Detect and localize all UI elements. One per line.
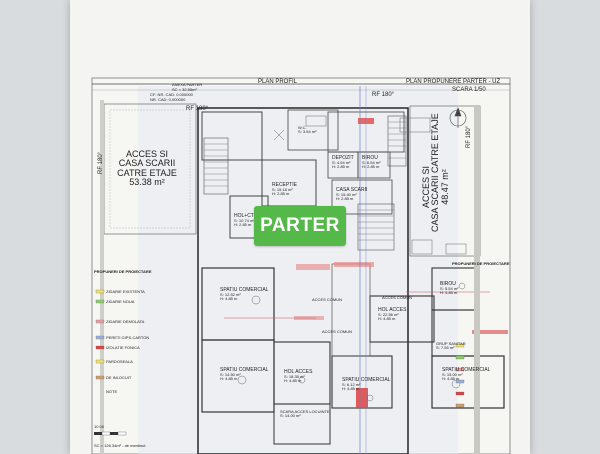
red-door-bottom — [356, 388, 368, 408]
legend-title-left: PROPUNERI DE PROIECTARE — [94, 269, 152, 274]
legend-item-5: PARDOSEALA — [106, 359, 133, 364]
access-left-label: ACCES SI CASA SCARII CATRE ETAJE 53.38 m… — [117, 149, 177, 188]
detail-marks — [237, 115, 467, 402]
header-line1: ANEXA PARTER — [172, 82, 203, 87]
red-wall-1 — [296, 264, 330, 270]
acces-comun-1: ACCES COMUN — [312, 297, 343, 302]
legend-item-6: DE INLOCUIT — [106, 375, 132, 380]
legend-item-7: NOTE — [106, 389, 118, 394]
red-wall-2 — [334, 262, 374, 267]
legend-item-0: ZIDARIE EXISTENTA — [106, 289, 145, 294]
access-right-label: ACCES SI CASA SCARII CATRE ETAJE 48.47 m… — [421, 113, 450, 232]
rf-top-left: RF 180° — [186, 106, 209, 112]
scale-title: SCARA 1/50 — [452, 87, 486, 93]
acces-comun-2: ACCES COMUN — [382, 295, 413, 300]
left-wall-thick — [100, 100, 104, 454]
stair-center — [357, 203, 395, 251]
footer-sc: SC = 126.34m² - de mentinut — [94, 443, 146, 448]
drawing-sheet: PLAN PROFIL PLAN PROPUNERE PARTER - UZ S… — [70, 0, 530, 454]
left-access-inner — [109, 109, 191, 229]
legend-item-2: ZIDARIE DEMOLATA — [106, 319, 145, 324]
legend-swatches-left — [95, 289, 105, 380]
room-scara-acces — [273, 403, 331, 445]
legend-title-right: PROPUNERI DE PROIECTARE — [452, 261, 510, 266]
north-arrow — [449, 107, 467, 128]
stair-treads-left — [204, 143, 228, 187]
room-casa-scarii — [331, 179, 393, 215]
rf-top-right: RF 180° — [372, 92, 395, 98]
plan-profil-title: PLAN PROFIL — [258, 79, 298, 85]
legend-item-1: ZIDARIE NOUA — [106, 299, 135, 304]
legend-swatches-right — [455, 343, 465, 408]
stair-treads-right — [388, 121, 406, 159]
top-room-left — [201, 111, 263, 161]
legend-item-3: PERETI GIPS-CARTON — [106, 335, 150, 340]
room-wc-label: W.C.S: 3.54 m² — [298, 125, 317, 134]
red-wall-4 — [472, 330, 508, 334]
parter-badge-label: PARTER — [260, 215, 340, 236]
legend-item-4: IZOLATIE FONICA — [106, 345, 140, 350]
scale-bar — [94, 431, 127, 436]
plan-propunere-title: PLAN PROPUNERE PARTER - UZ — [406, 79, 501, 85]
rf-right: RF 180° — [466, 125, 472, 148]
stair-top-right — [387, 115, 407, 167]
stair-top-left — [203, 137, 229, 195]
header-line2: SC = 32.55m² — [172, 87, 197, 92]
room-spatiu-com-4 — [431, 355, 505, 409]
floor-plan-drawing — [91, 77, 511, 454]
room-birou-top — [357, 151, 391, 179]
parter-badge: PARTER — [254, 206, 346, 246]
footer-scale-marks: 10 00 — [94, 424, 105, 429]
header-line3: CF: NR. CAD: 0.000000 — [150, 92, 193, 97]
building-walls — [197, 107, 409, 454]
right-wall-thick — [474, 106, 480, 454]
stair-treads-center — [358, 209, 394, 241]
acces-comun-3: ACCES COMUN — [322, 329, 353, 334]
room-top-mid — [287, 109, 339, 151]
header-line4: NR. CAD: 0.000000 — [150, 97, 186, 102]
rf-left: RF 180° — [98, 151, 104, 174]
